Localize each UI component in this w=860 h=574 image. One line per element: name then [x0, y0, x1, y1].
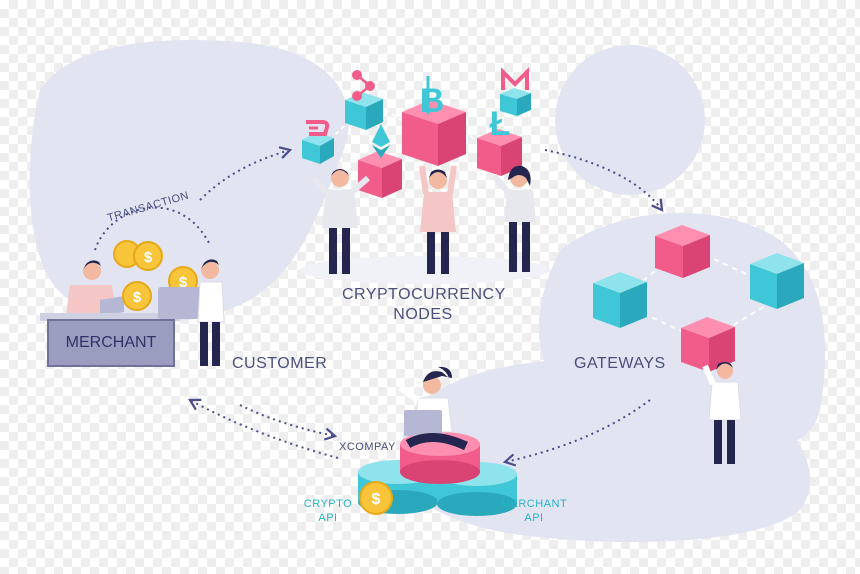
person-holding-node-right [491, 165, 536, 272]
monero-icon [501, 67, 529, 90]
person-holding-node-left [311, 169, 370, 274]
xcompay-person [398, 366, 468, 451]
customer-label: CUSTOMER [232, 355, 328, 372]
litecoin-icon: Ł [490, 105, 511, 143]
node-cube-monero [500, 88, 531, 116]
person-holding-node-center [419, 165, 457, 274]
top-right-background-circle [555, 45, 705, 195]
transaction-arrow [94, 206, 211, 251]
ethereum-icon [372, 124, 390, 158]
arrow-to-gateways [544, 149, 664, 212]
merchant-api-label-line2: API [524, 512, 544, 524]
arrow-xcompay-to-customer [188, 398, 339, 459]
node-cube-bitcoin [402, 100, 466, 166]
svg-text:$: $ [133, 289, 142, 306]
customer-person [158, 259, 225, 366]
gateway-cube-left [593, 272, 647, 328]
svg-text:$: $ [372, 491, 381, 508]
merchant-sign: MERCHANT [47, 319, 175, 367]
svg-text:Ł: Ł [490, 105, 511, 143]
gateways-label: GATEWAYS [574, 355, 666, 372]
merchant-label: MERCHANT [65, 334, 157, 351]
node-cube-ethereum [358, 151, 402, 198]
gateway-cube-right [750, 253, 804, 309]
crypto-nodes-label-line2: NODES [393, 306, 453, 323]
bitcoin-icon: B [420, 76, 445, 120]
node-cube-litecoin [477, 129, 522, 176]
merchant-api-label: MERCHANT API [499, 497, 569, 525]
merchant-desk [40, 313, 180, 321]
merchant-api-label-line1: MERCHANT [500, 498, 568, 510]
svg-text:$: $ [144, 249, 153, 266]
crypto-api-label-line1: CRYPTO [303, 498, 353, 510]
xcompay-label: XCOMPAY [339, 441, 396, 453]
person-gateway [702, 362, 742, 464]
dash-icon [306, 120, 330, 136]
crypto-nodes-label: CRYPTOCURRENCY NODES [342, 285, 506, 325]
node-cube-ripple [345, 92, 383, 130]
svg-text:B: B [420, 82, 445, 120]
arrow-customer-to-xcompay [239, 404, 338, 441]
crypto-api-coin: $ [359, 481, 393, 515]
crypto-nodes-label-line1: CRYPTOCURRENCY [342, 286, 506, 303]
crypto-api-label: CRYPTO API [300, 497, 356, 525]
arrow-gateways-to-xcompay [502, 399, 651, 467]
crypto-api-label-line2: API [318, 512, 338, 524]
ripple-icon [352, 70, 375, 101]
left-background-blob [29, 39, 349, 323]
nodes-floor-shadow [300, 256, 550, 284]
gateway-cube-top [655, 225, 710, 278]
svg-text:$: $ [179, 274, 188, 291]
gateway-cube-bottom [681, 317, 735, 372]
